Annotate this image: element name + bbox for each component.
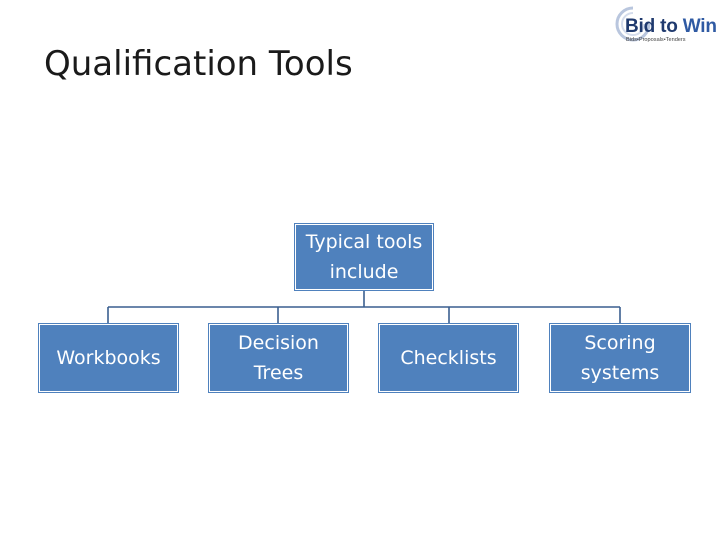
node-decision-trees-line1: Decision [238,332,319,354]
logo-word-win: Win [682,16,717,37]
logo-tagline: Bids•Proposals•Tenders [626,37,686,43]
logo-wordmark: Bid to Win [625,16,717,38]
node-checklists-line1: Checklists [400,347,497,369]
logo-word-bid-to: Bid to [625,16,678,37]
node-root-line1: Typical tools [305,231,423,253]
node-checklists: Checklists [379,324,518,392]
node-scoring-systems-line1: Scoring [584,332,656,354]
node-scoring-systems-line2: systems [580,362,660,384]
logo-swirl-icon [615,6,651,42]
node-workbooks: Workbooks [39,324,178,392]
node-decision-trees: Decision Trees [209,324,348,392]
node-root-line2: include [329,261,399,283]
node-decision-trees-line2: Trees [253,362,304,384]
slide-title: Qualification Tools [44,44,353,84]
node-typical-tools-include: Typical tools include [295,224,433,290]
node-workbooks-line1: Workbooks [56,347,161,369]
bid-to-win-logo: Bid to Win Bids•Proposals•Tenders [613,4,727,46]
node-scoring-systems: Scoring systems [550,324,690,392]
